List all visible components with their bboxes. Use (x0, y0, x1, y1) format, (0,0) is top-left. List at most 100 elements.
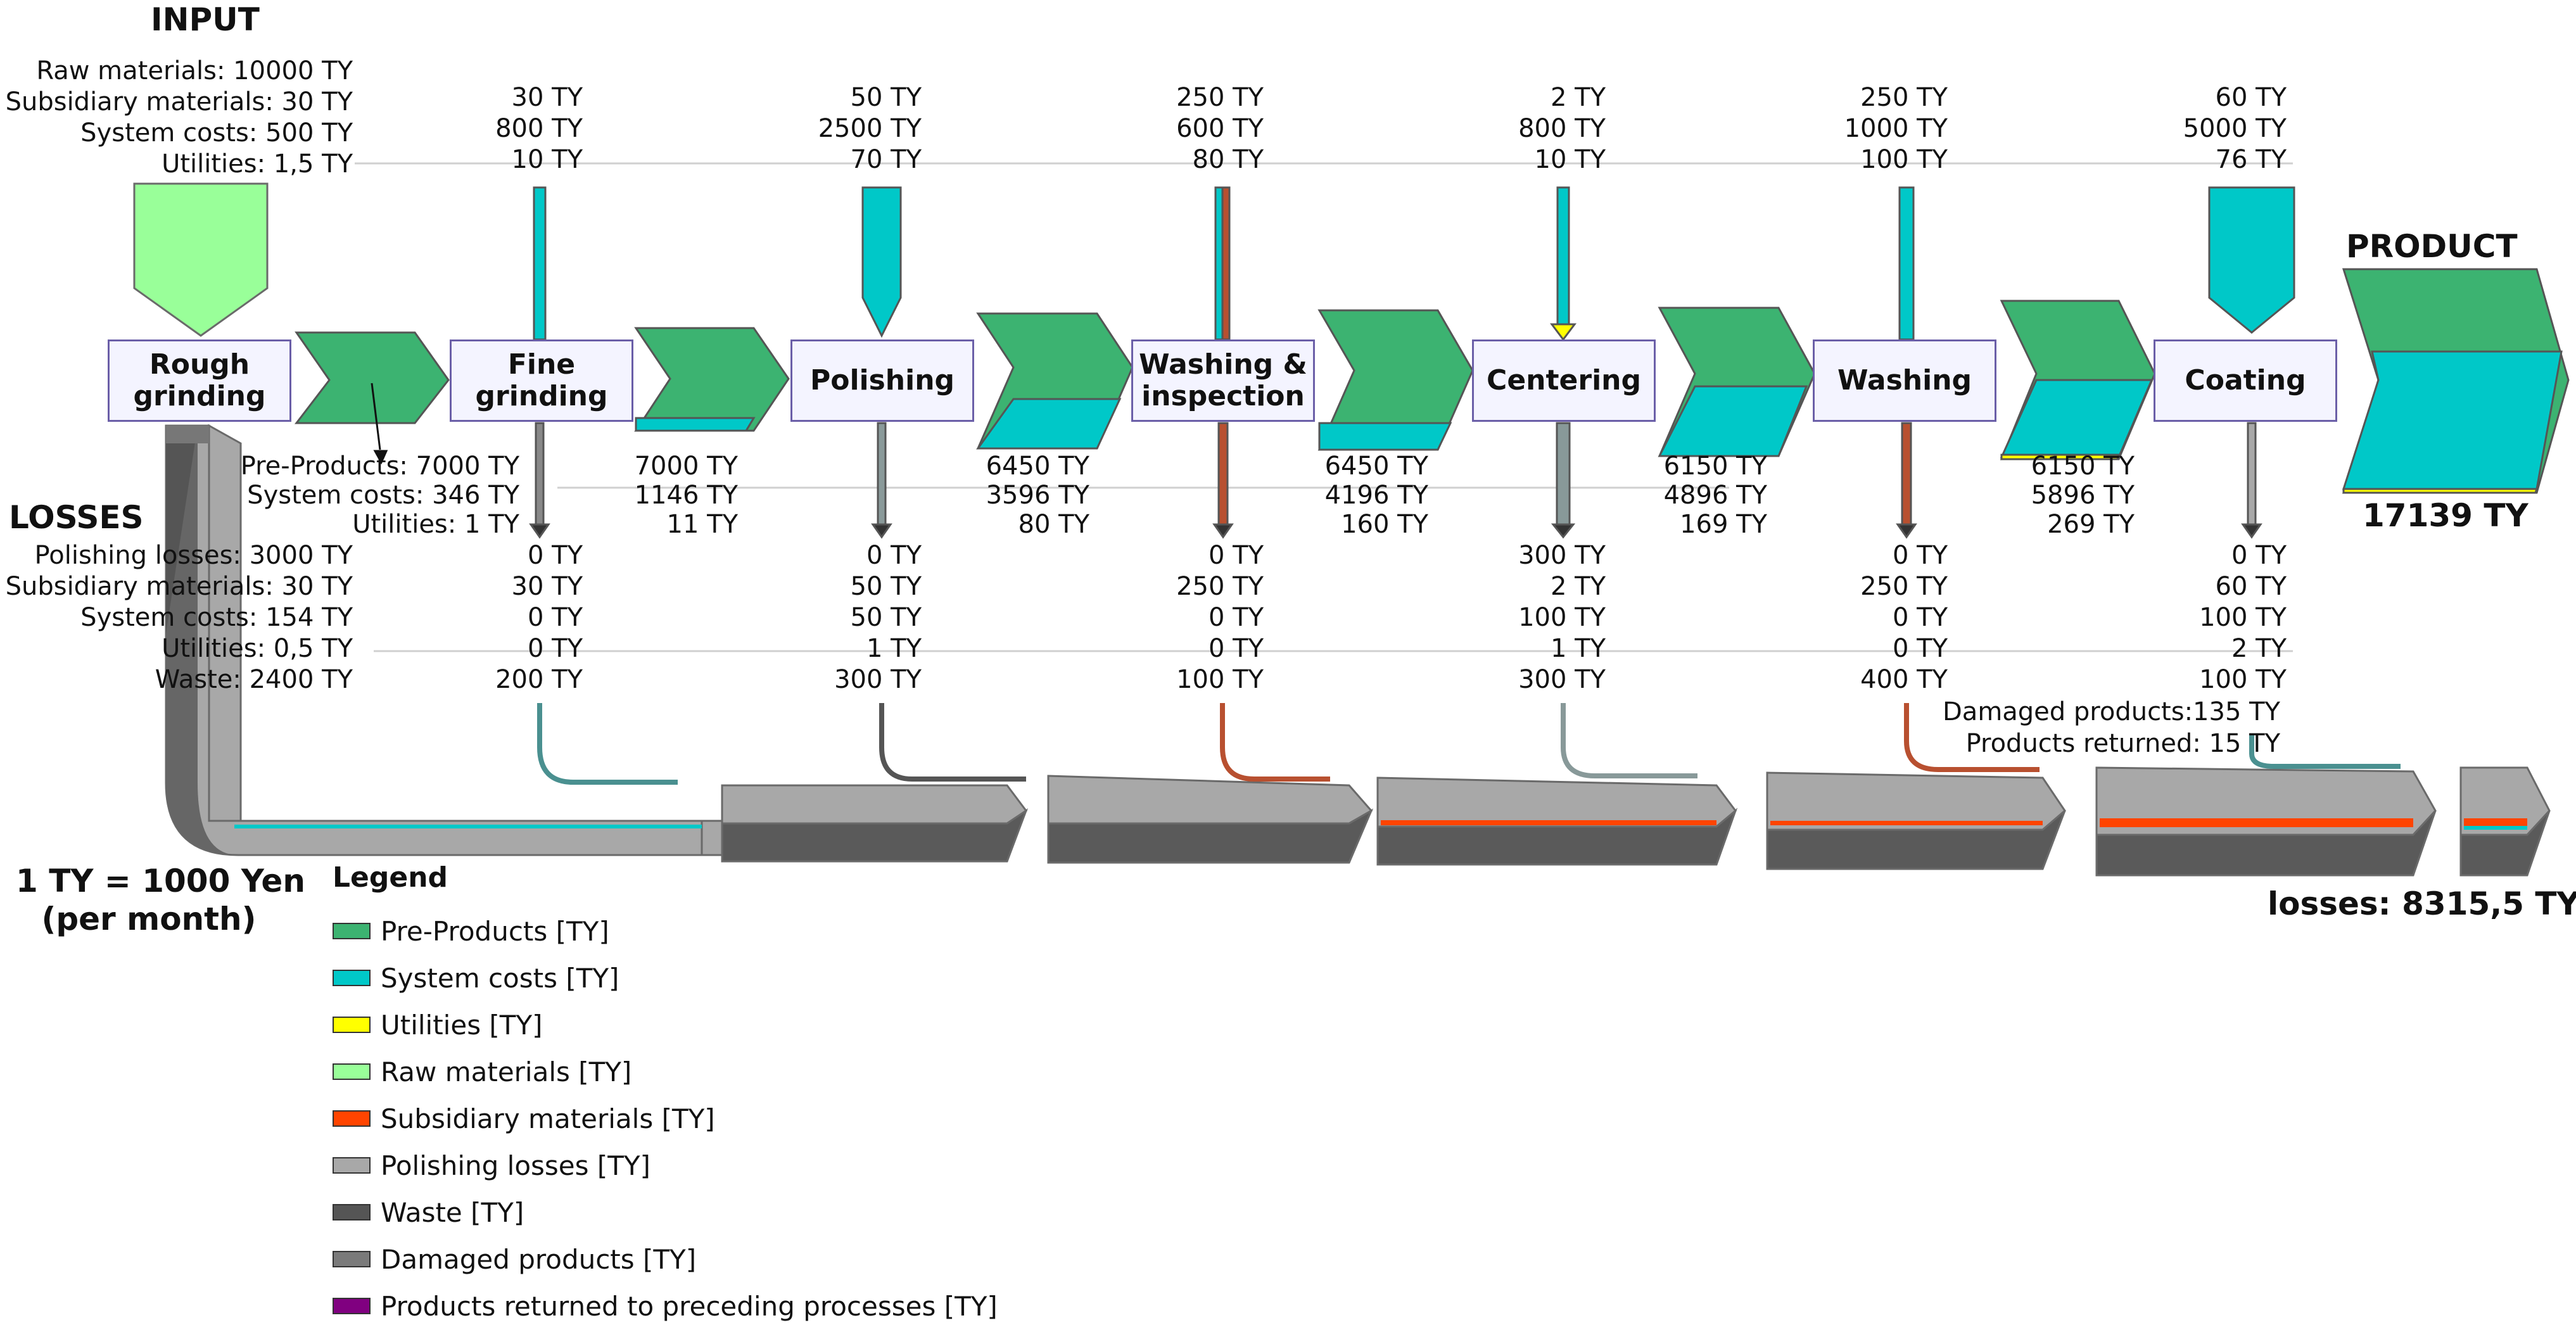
legend: Legend Pre-Products [TY] System costs [TY… (333, 861, 1156, 1322)
stage-loss-value: 0 TY (2231, 541, 2287, 570)
stage-output-value: 4896 TY (1663, 481, 1767, 510)
loss-system-costs: System costs: 154 TY (80, 603, 353, 632)
process-label: Coating (2185, 365, 2306, 396)
stage-output-value: 5896 TY (2031, 481, 2135, 510)
stage-loss-value: 400 TY (1860, 665, 1948, 694)
stage-input-value: 800 TY (495, 114, 583, 143)
stage-output-value: 160 TY (1341, 510, 1428, 539)
stage-input-value: 30 TY (511, 83, 583, 112)
process-box-coating: Coating (2154, 339, 2337, 422)
stage-output-value: 169 TY (1680, 510, 1767, 539)
process-label: Washing &inspection (1139, 349, 1307, 412)
stage-input-value: 2500 TY (818, 114, 922, 143)
process-box-centering: Centering (1472, 339, 1656, 422)
process-label: Centering (1487, 365, 1641, 396)
legend-label: Products returned to preceding processes… (381, 1290, 998, 1322)
legend-label: Waste [TY] (381, 1196, 524, 1228)
stage-loss-value: 0 TY (1208, 634, 1264, 663)
stage-loss-value: 50 TY (850, 572, 922, 601)
legend-swatch (333, 1017, 371, 1033)
legend-swatch (333, 1251, 371, 1267)
stage-input-value: 250 TY (1176, 83, 1264, 112)
process-label-line: Fine grinding (475, 348, 608, 412)
legend-item: Utilities [TY] (333, 1006, 543, 1044)
stage-input-value: 600 TY (1176, 114, 1264, 143)
legend-label: Subsidiary materials [TY] (381, 1103, 715, 1134)
stage-loss-value: 2 TY (1550, 572, 1606, 601)
legend-item: Subsidiary materials [TY] (333, 1100, 715, 1138)
stage-loss-value: 300 TY (1518, 541, 1606, 570)
legend-item: Polishing losses [TY] (333, 1146, 650, 1184)
stage-input-value: 250 TY (1860, 83, 1948, 112)
process-box-washing-inspection: Washing &inspection (1131, 339, 1315, 422)
legend-item: Pre-Products [TY] (333, 912, 609, 950)
unit-note-line1: 1 TY = 1000 Yen (16, 863, 305, 899)
stage-loss-value: 100 TY (2199, 603, 2287, 632)
loss-waste: Waste: 2400 TY (155, 665, 353, 694)
process-label-line: inspection (1141, 380, 1305, 412)
input-system-costs: System costs: 500 TY (80, 118, 353, 148)
legend-swatch (333, 1204, 371, 1220)
product-total: 17139 TY (2363, 497, 2528, 534)
process-label: Polishing (810, 365, 955, 396)
stage-input-value: 76 TY (2215, 145, 2287, 174)
stage-loss-value: 0 TY (527, 603, 583, 632)
stage-loss-value: 2 TY (2231, 634, 2287, 663)
input-subsidiary-materials: Subsidiary materials: 30 TY (5, 87, 353, 117)
legend-swatch (333, 1110, 371, 1127)
stage-input-value: 5000 TY (2183, 114, 2287, 143)
stage-loss-value: 0 TY (1208, 603, 1264, 632)
stage-input-value: 1000 TY (1844, 114, 1948, 143)
process-label-line: Centering (1487, 364, 1641, 396)
unit-note-line2: (per month) (41, 901, 257, 937)
legend-item: Products returned to preceding processes… (333, 1287, 998, 1325)
process-label-line: Rough (149, 348, 250, 381)
legend-swatch (333, 1157, 371, 1174)
process-label-line: Washing & (1139, 348, 1307, 381)
stage-loss-value: 300 TY (834, 665, 922, 694)
stage-loss-value: 300 TY (1518, 665, 1606, 694)
process-box-washing: Washing (1813, 339, 1996, 422)
process-label-line: grinding (133, 380, 266, 412)
stage-output-value: 6450 TY (986, 452, 1089, 481)
process-label: Fine grinding (452, 349, 631, 412)
stage-output-value: 3596 TY (986, 481, 1089, 510)
stage-loss-value: 0 TY (527, 541, 583, 570)
stage-output-value: 11 TY (666, 510, 738, 539)
stage-output-value: 80 TY (1018, 510, 1089, 539)
stage-loss-value: 0 TY (866, 541, 922, 570)
legend-swatch (333, 923, 371, 939)
stage-loss-value: 0 TY (1892, 634, 1948, 663)
loss-subsidiary: Subsidiary materials: 30 TY (5, 572, 353, 601)
output-utilities: Utilities: 1 TY (352, 510, 519, 539)
loss-utilities: Utilities: 0,5 TY (162, 634, 353, 663)
stage-output-value: 4196 TY (1324, 481, 1428, 510)
stage-loss-value: 0 TY (1892, 541, 1948, 570)
stage-output-value: 6150 TY (1663, 452, 1767, 481)
process-box-polishing: Polishing (790, 339, 974, 422)
stage-loss-value: 100 TY (1176, 665, 1264, 694)
stage-input-value: 70 TY (850, 145, 922, 174)
stage-output-value: 7000 TY (634, 452, 738, 481)
legend-swatch (333, 970, 371, 986)
legend-swatch (333, 1298, 371, 1314)
stage-input-value: 10 TY (511, 145, 583, 174)
legend-title: Legend (333, 861, 448, 894)
stage-loss-value: 0 TY (527, 634, 583, 663)
stage-input-value: 2 TY (1550, 83, 1606, 112)
legend-item: System costs [TY] (333, 959, 619, 997)
legend-label: Damaged products [TY] (381, 1243, 697, 1275)
stage-output-value: 6150 TY (2031, 452, 2135, 481)
stage-loss-value: 1 TY (866, 634, 922, 663)
stage-loss-value: 250 TY (1176, 572, 1264, 601)
stage-loss-value: 250 TY (1860, 572, 1948, 601)
losses-total: losses: 8315,5 TY (2268, 885, 2576, 922)
stage-loss-value: 0 TY (1208, 541, 1264, 570)
products-returned-label: Products returned: 15 TY (1965, 729, 2280, 758)
stage-input-value: 10 TY (1534, 145, 1606, 174)
product-heading: PRODUCT (2346, 228, 2518, 265)
